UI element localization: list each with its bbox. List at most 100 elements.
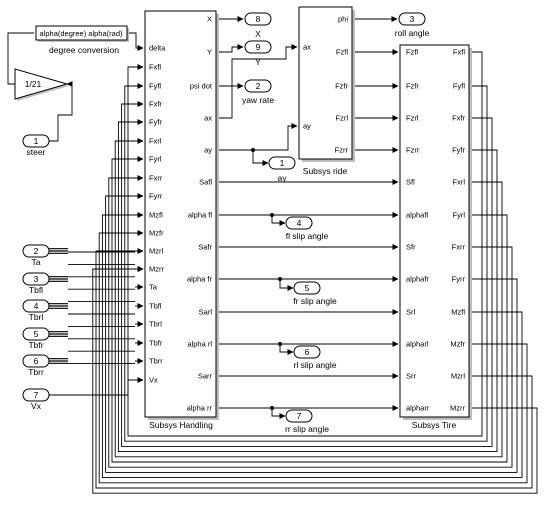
port-label: fl slip angle [286, 231, 329, 241]
handling-input-port: Fxrr [149, 174, 163, 183]
gain-block[interactable]: 1/21 [14, 68, 69, 101]
inport-ta[interactable]: 2 [22, 244, 50, 258]
tire-output-port: Fxrl [453, 178, 466, 187]
port-label: Tbrl [29, 312, 44, 322]
ride-output-port: Fzrr [335, 146, 349, 155]
tire-input-port: Fzfl [406, 48, 418, 57]
handling-input-port: Fxfr [149, 100, 162, 109]
handling-input-port: Fxfl [149, 63, 161, 72]
inport-tbrr[interactable]: 6 [22, 354, 50, 368]
gain-text: 1/21 [25, 79, 42, 89]
port-label: Ta [32, 257, 41, 267]
subsys-tire-block[interactable]: FzflFzfrFzrlFzrrSflalphaflSfralphafrSrla… [399, 44, 472, 420]
port-label: Tbrr [28, 367, 44, 377]
ride-input-port: ax [303, 43, 311, 52]
signal-line [127, 51, 483, 437]
branch-point [251, 148, 255, 152]
handling-input-port: Tbrl [149, 320, 162, 329]
handling-input-port: Fyfr [149, 118, 162, 127]
signal-line [114, 138, 503, 458]
signal-line [105, 193, 518, 473]
tire-input-port: Srr [406, 372, 417, 381]
port-label: yaw rate [242, 95, 274, 105]
tire-output-port: Fyfl [453, 82, 465, 91]
tire-input-port: Srl [406, 308, 416, 317]
handling-output-port: alpha fr [187, 275, 213, 284]
signal-line [216, 44, 244, 53]
signal-line [271, 408, 286, 419]
handling-input-port: Vx [149, 376, 158, 385]
degree-conversion-block[interactable]: alpha(degree) alpha(rad) [35, 25, 129, 42]
outport-ay[interactable]: 1 [268, 156, 296, 170]
subsys-handling-block[interactable]: deltaFxflFyflFxfrFyfrFxrlFyrlFxrrFyrrMzf… [144, 10, 219, 420]
handling-input-port: Fyrl [149, 155, 162, 164]
svg-text:4: 4 [34, 301, 39, 311]
port-label: roll angle [395, 28, 430, 38]
handling-output-port: psi dot [190, 82, 213, 91]
port-label: rl slip angle [294, 360, 337, 370]
handling-input-port: Mzfl [149, 211, 163, 220]
ride-output-port: Fzfl [336, 48, 348, 57]
handling-output-port: alpha rl [187, 340, 212, 349]
svg-text:8: 8 [256, 14, 261, 24]
outport-fl-slip-angle[interactable]: 4 [285, 216, 313, 230]
outport-rr-slip-angle[interactable]: 7 [285, 409, 313, 423]
handling-input-port: Mzrl [149, 247, 163, 256]
inport-steer[interactable]: 1 [22, 134, 50, 148]
signal-line [111, 156, 508, 463]
signal-line [101, 212, 523, 479]
signal-line [124, 83, 488, 442]
handling-input-port: Mzfr [149, 229, 164, 238]
svg-text:2: 2 [34, 246, 39, 256]
signal-lines [7, 16, 538, 494]
inport-tbrl[interactable]: 4 [22, 299, 50, 313]
outport-x[interactable]: 8 [244, 12, 272, 26]
handling-output-port: ay [204, 146, 212, 155]
svg-text:2: 2 [256, 81, 261, 91]
tire-input-port: alphafr [406, 275, 429, 284]
ride-output-port: Fzrl [336, 114, 349, 123]
handling-input-port: Fyrr [149, 192, 163, 201]
tire-output-port: Mzfl [451, 308, 465, 317]
signal-line [271, 215, 286, 226]
tire-input-port: Sfr [406, 243, 416, 252]
signal-line [279, 279, 294, 291]
signal-line [216, 44, 298, 119]
svg-text:5: 5 [34, 329, 39, 339]
handling-output-port: X [207, 15, 212, 24]
signal-line [216, 149, 269, 166]
signal-line [117, 119, 498, 453]
svg-text:6: 6 [305, 347, 310, 357]
outport-roll-angle[interactable]: 3 [398, 12, 426, 26]
inport-tbfr[interactable]: 5 [22, 327, 50, 341]
port-label: Vx [31, 401, 42, 411]
outport-yaw-rate[interactable]: 2 [244, 79, 272, 93]
handling-input-port: Fyfl [149, 82, 161, 91]
svg-text:1: 1 [280, 158, 285, 168]
port-label: Tbfr [28, 340, 43, 350]
tire-output-port: Fxfl [453, 48, 465, 57]
handling-input-port: Ta [149, 283, 158, 292]
signal-line [127, 32, 144, 51]
outport-fr-slip-angle[interactable]: 5 [293, 281, 321, 295]
tire-input-port: alpharl [406, 340, 429, 349]
signal-line [92, 266, 538, 494]
tire-input-port: Fzrl [406, 114, 419, 123]
svg-text:5: 5 [305, 283, 310, 293]
port-label: ay [278, 173, 288, 183]
tire-output-port: Mzfr [450, 340, 465, 349]
tire-output-port: Fyfr [452, 146, 465, 155]
handling-output-port: Safl [199, 178, 212, 187]
outport-rl-slip-angle[interactable]: 6 [293, 345, 321, 359]
tire-input-port: Fzfr [406, 82, 419, 91]
tire-input-port: Sfl [406, 178, 415, 187]
tire-output-port: Fyrr [452, 275, 466, 284]
handling-output-port: alpha fl [188, 211, 213, 220]
svg-text:3: 3 [34, 274, 39, 284]
outport-y[interactable]: 9 [244, 40, 272, 54]
inport-vx[interactable]: 7 [22, 388, 50, 402]
signal-line [49, 81, 73, 142]
inport-tbfl[interactable]: 3 [22, 272, 50, 286]
